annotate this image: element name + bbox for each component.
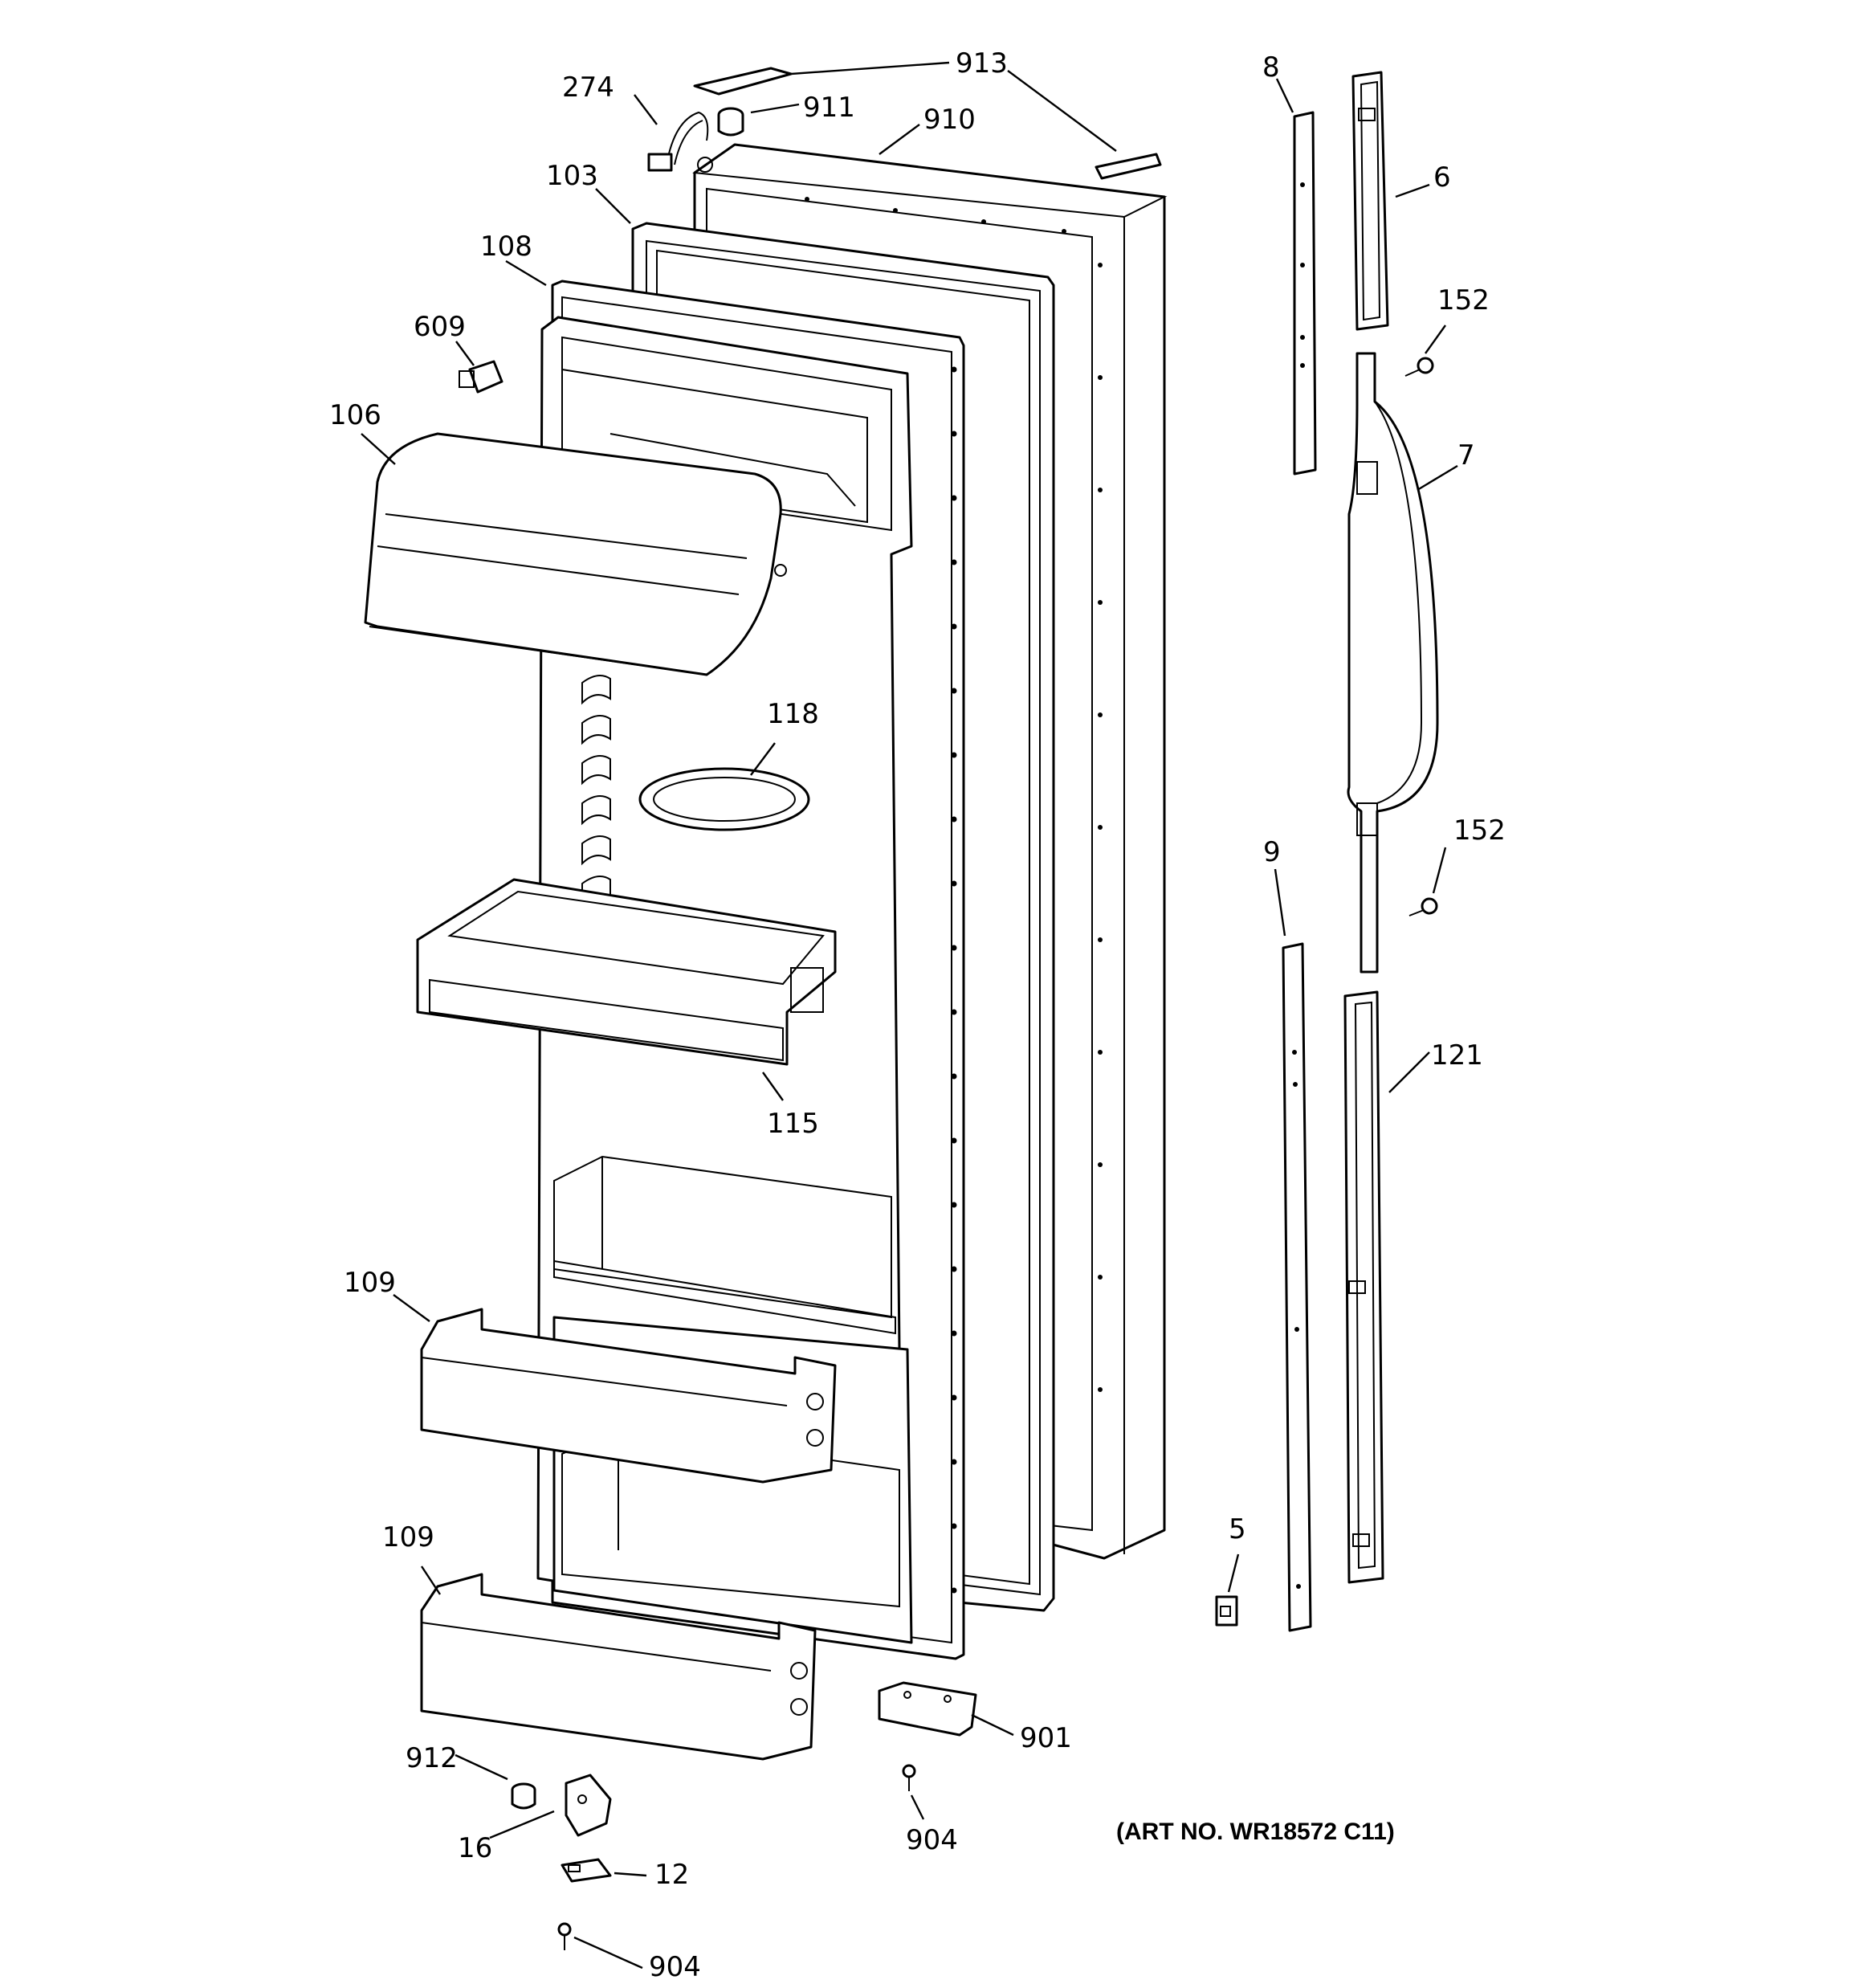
callout-8: 8 [1262, 51, 1280, 84]
callout-152-bottom: 152 [1453, 814, 1506, 847]
dairy-compartment-cover [364, 432, 787, 676]
door-bin-upper [420, 1308, 837, 1484]
callout-103: 103 [546, 160, 598, 192]
handle-screw-top [1404, 357, 1434, 377]
callout-7: 7 [1457, 439, 1475, 471]
callout-6: 6 [1433, 161, 1451, 194]
callout-109-lower: 109 [382, 1521, 434, 1553]
screw-904-bottom [557, 1922, 572, 1950]
leader-lines [361, 61, 1458, 1970]
hole-plug [1215, 1595, 1238, 1627]
callout-16: 16 [458, 1832, 492, 1864]
callout-911: 911 [803, 92, 855, 124]
art-number: (ART NO. WR18572 C11) [1116, 1819, 1395, 1845]
hinge-bracket [561, 1858, 612, 1883]
callout-910: 910 [923, 104, 976, 136]
screw-904-hinge [902, 1764, 916, 1791]
egg-tray [638, 767, 810, 831]
callout-109-upper: 109 [344, 1267, 396, 1299]
hinge-bushing-bottom [511, 1782, 536, 1810]
callout-labels: 913 274 911 910 103 108 609 106 118 115 … [329, 47, 1506, 1983]
bottom-hinge [565, 1774, 612, 1837]
door-handle [1347, 352, 1439, 974]
deli-bin [416, 878, 837, 1066]
liner-holes [951, 366, 957, 1594]
handle-screw-bottom [1408, 897, 1438, 916]
callout-9: 9 [1263, 836, 1281, 868]
door-switch [459, 360, 503, 394]
shelf-support-clips [581, 675, 611, 906]
wire-harness [647, 111, 709, 172]
door-bin-lower [420, 1573, 817, 1761]
upper-bin-compartment [553, 1155, 892, 1319]
hinge-cover [878, 1681, 977, 1737]
callout-901: 901 [1020, 1722, 1072, 1754]
callout-5: 5 [1229, 1513, 1246, 1545]
callout-913: 913 [956, 47, 1008, 80]
callout-904-hinge: 904 [906, 1824, 958, 1856]
door-trim-top [1293, 111, 1317, 476]
callout-912: 912 [406, 1742, 458, 1774]
callout-121: 121 [1431, 1039, 1483, 1072]
panel-holes [805, 197, 1103, 1392]
callout-118: 118 [767, 698, 819, 730]
callout-274: 274 [562, 71, 614, 104]
callout-609: 609 [414, 311, 466, 343]
callout-115: 115 [767, 1108, 819, 1140]
callout-106: 106 [329, 399, 381, 431]
callout-904-bottom: 904 [649, 1951, 701, 1983]
callout-152-top: 152 [1437, 284, 1490, 316]
handle-endcap-bottom [1343, 990, 1384, 1584]
handle-endcap-top [1351, 71, 1389, 331]
callout-108: 108 [480, 231, 532, 263]
hinge-bushing-top [717, 107, 744, 137]
door-trim-bottom [1282, 942, 1312, 1632]
callout-12: 12 [654, 1859, 689, 1891]
